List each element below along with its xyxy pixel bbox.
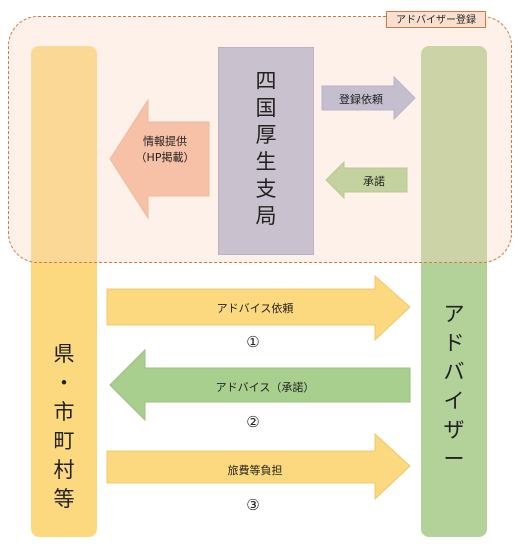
step-2-number: ② bbox=[246, 413, 260, 431]
cost-share-label: 旅費等負担 bbox=[227, 464, 283, 477]
advisor-registration-region bbox=[8, 16, 512, 263]
info-provision-label: 情報提供 （HP掲載） bbox=[135, 135, 195, 164]
step-1-number: ① bbox=[246, 333, 260, 351]
accept-arrow bbox=[325, 160, 408, 200]
cost-share-arrow bbox=[106, 432, 411, 501]
advice-accept-arrow bbox=[109, 348, 411, 422]
shikoku-bureau-box bbox=[218, 47, 314, 255]
accept-label: 承諾 bbox=[363, 175, 385, 188]
advisor-column-label: アドバイザー bbox=[443, 302, 465, 471]
prefecture-column bbox=[31, 46, 97, 537]
info-provision-arrow bbox=[109, 98, 210, 220]
register-request-arrow bbox=[321, 75, 416, 121]
shikoku-bureau-label: 四国厚生支局 bbox=[255, 69, 277, 228]
prefecture-column-label: 県・市町村等 bbox=[53, 342, 75, 511]
advice-request-label: アドバイス依頼 bbox=[216, 302, 294, 315]
register-request-label: 登録依頼 bbox=[339, 93, 383, 106]
advisor-registration-tag: アドバイザー登録 bbox=[386, 11, 486, 28]
advice-request-arrow bbox=[106, 274, 411, 342]
advisor-column bbox=[421, 46, 487, 537]
step-3-number: ③ bbox=[246, 496, 260, 514]
advice-accept-label: アドバイス（承諾） bbox=[215, 381, 315, 394]
